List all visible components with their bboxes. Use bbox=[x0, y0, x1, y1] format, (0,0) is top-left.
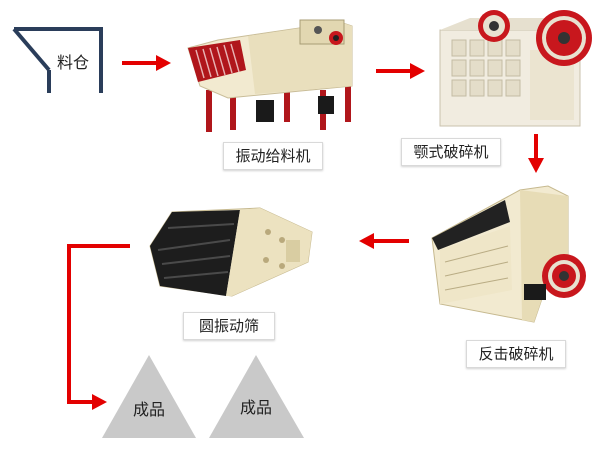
arrow-feeder-to-jaw bbox=[376, 63, 425, 79]
vibrating-screen-label: 圆振动筛 bbox=[183, 312, 275, 340]
vibrating-feeder-image bbox=[187, 19, 353, 132]
feeder-label: 振动给料机 bbox=[223, 142, 323, 170]
jaw-crusher-label: 颚式破碎机 bbox=[401, 138, 501, 166]
product-pile-2 bbox=[209, 355, 304, 438]
vibrating-screen-image bbox=[149, 207, 313, 297]
arrow-jaw-to-impact bbox=[528, 134, 544, 173]
jaw-crusher-image bbox=[439, 10, 592, 127]
impact-crusher-image bbox=[431, 185, 586, 323]
hopper-label: 料仓 bbox=[57, 53, 90, 72]
arrow-impact-to-screen bbox=[359, 233, 409, 249]
product-pile-1 bbox=[102, 355, 196, 438]
arrow-hopper-to-feeder bbox=[122, 55, 171, 71]
product-label-1: 成品 bbox=[132, 400, 165, 419]
impact-crusher-label: 反击破碎机 bbox=[466, 340, 566, 368]
product-label-2: 成品 bbox=[239, 398, 272, 417]
arrow-screen-to-products bbox=[67, 244, 130, 410]
hopper-icon bbox=[12, 27, 103, 93]
